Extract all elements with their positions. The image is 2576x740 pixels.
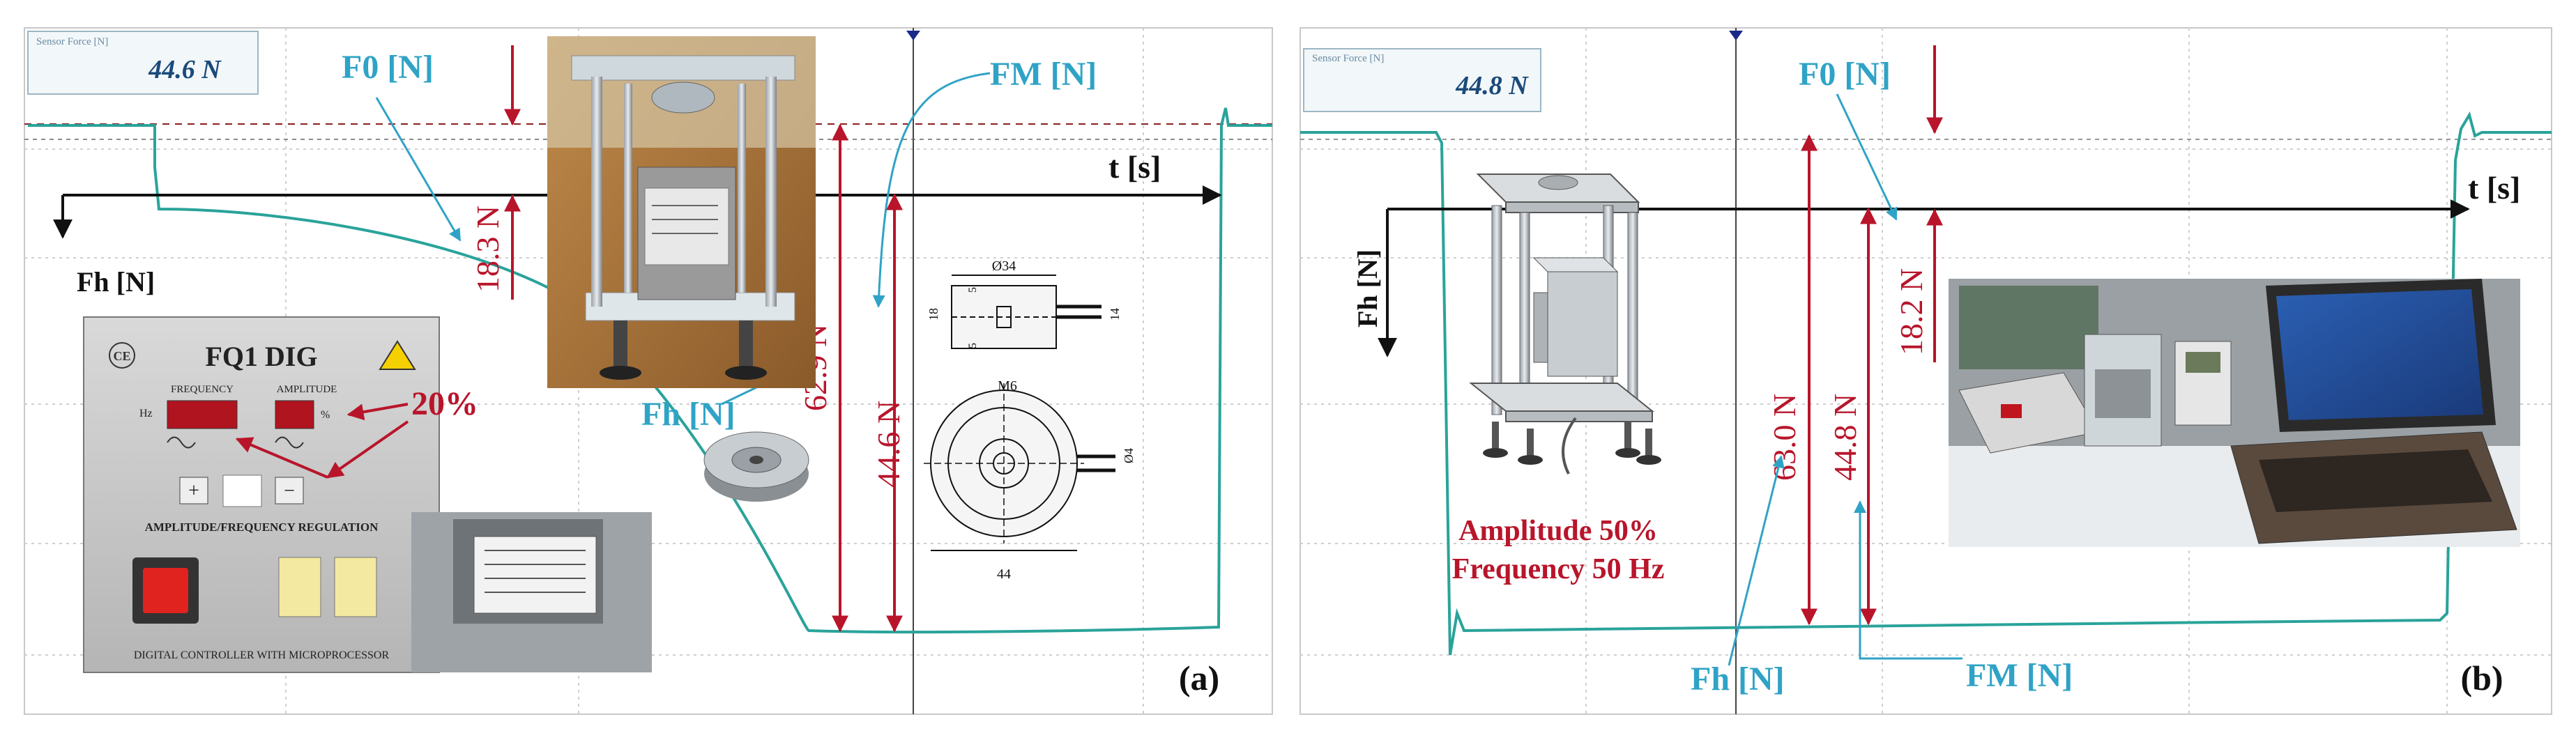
sensor-caption-b: Sensor Force [N] [1312, 53, 1384, 64]
measure-f0-b: 18.2 N [1893, 268, 1929, 355]
label-fm-b: FM [N] [1966, 657, 2073, 694]
signal-trace-b [1300, 111, 2552, 656]
panel-label-a: (a) [1179, 658, 1219, 697]
lab-setup-photo-b [1949, 279, 2520, 547]
amplitude-text-b: Amplitude 50% [1458, 515, 1658, 547]
current-output-table [278, 557, 321, 617]
sensor-box-b [1303, 48, 1541, 112]
minus-button [275, 477, 304, 504]
svg-text:+: + [188, 480, 199, 502]
warning-icon [379, 340, 416, 370]
label-f0-a: F0 [N] [342, 49, 434, 86]
controller-ce-mark: CE [113, 349, 130, 363]
measure-fm-a: 44.6 N [871, 401, 906, 488]
controller-hz-unit: Hz [139, 408, 153, 419]
label-fh-b: Fh [N] [1691, 661, 1785, 697]
dim-small-2: 5 [967, 343, 979, 348]
controller-footer: DIGITAL CONTROLLER WITH MICROPROCESSOR [134, 649, 390, 661]
controller-percent-unit: % [321, 409, 330, 421]
amplitude-display [275, 400, 314, 429]
dim-side: 14 [1108, 308, 1122, 321]
coil-photo-a [411, 512, 652, 672]
sensor-box-a [27, 31, 259, 95]
controller-panel-a: CE FQ1 DIG FREQUENCY AMPLITUDE Hz % + − … [83, 316, 440, 673]
dim-diameter-top: Ø34 [992, 259, 1016, 274]
arrow-f0-a [375, 97, 462, 242]
measure-total-b: 63.0 N [1767, 394, 1802, 481]
vibrator-photo-a [547, 36, 816, 388]
panel-label-b: (b) [2460, 658, 2503, 697]
measure-fm-b: 44.8 N [1827, 394, 1863, 481]
controller-regulation: AMPLITUDE/FREQUENCY REGULATION [145, 521, 379, 534]
force-axis-label-b: Fh [N] [1352, 249, 1383, 327]
load-cell-photo-a [703, 431, 809, 502]
frequency-display [167, 400, 238, 429]
time-axis-label-a: t [s] [1108, 149, 1161, 185]
cursor-marker-a [906, 31, 920, 40]
plus-button [179, 477, 208, 504]
controller-frequency-label: FREQUENCY [171, 384, 234, 395]
svg-text:−: − [284, 480, 295, 502]
sine-wave-icon [275, 436, 304, 449]
load-cell-drawing-a: Ø34 18 5 5 14 M6 Ø4 44 [924, 259, 1136, 582]
dim-cable: Ø4 [1122, 448, 1136, 463]
dim-height: 18 [927, 308, 940, 321]
arrow-fm-a [872, 72, 991, 308]
label-fh-a: Fh [N] [641, 396, 736, 433]
controller-title: FQ1 DIG [205, 341, 317, 372]
arrow-f0-b [1836, 93, 1898, 221]
measure-f0-a: 18.3 N [470, 206, 505, 293]
controller-percent-callout: 20% [411, 385, 478, 422]
voltage-output-table [334, 557, 377, 617]
vibrator-render-b [1469, 174, 1661, 475]
arrow-waveform-a [235, 437, 328, 479]
panel-b: Sensor Force [N] 44.8 N t [s] Fh [N] F0 … [1300, 27, 2552, 715]
time-axis-label-b: t [s] [2468, 170, 2520, 206]
cursor-marker-b [1729, 31, 1743, 40]
arrow-regulation-a [326, 420, 409, 479]
label-fm-a: FM [N] [990, 56, 1097, 93]
frequency-text-b: Frequency 50 Hz [1452, 553, 1665, 585]
panel-a: Sensor Force [N] 44.6 N t [s] Fh [N] F0 … [24, 27, 1273, 715]
sensor-caption-a: Sensor Force [N] [36, 36, 108, 47]
arrow-fh-b [1728, 455, 1785, 666]
sensor-value-a: 44.6 N [148, 55, 222, 84]
arrow-amplitude-a [346, 403, 409, 421]
dim-small-1: 5 [967, 287, 979, 293]
force-axis-label-a: Fh [N] [77, 266, 155, 298]
controller-small-label [222, 475, 262, 507]
controller-amplitude-label: AMPLITUDE [277, 384, 337, 395]
label-f0-b: F0 [N] [1799, 56, 1891, 93]
square-wave-icon [167, 436, 196, 449]
signal-trace-a [28, 107, 1272, 634]
sensor-value-b: 44.8 N [1455, 71, 1529, 100]
arrow-fm-b [1854, 500, 1963, 660]
dim-bottom: 44 [997, 566, 1011, 582]
